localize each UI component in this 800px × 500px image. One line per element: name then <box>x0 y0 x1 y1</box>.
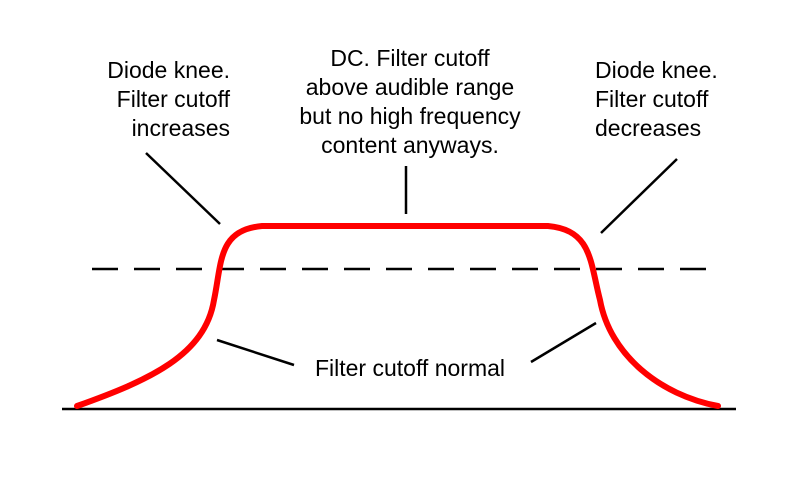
label-center-line-3: but no high frequency <box>299 103 521 129</box>
label-filter-cutoff-normal: Filter cutoff normal <box>280 354 540 383</box>
label-left-line-1: Diode knee. <box>107 57 230 83</box>
pointer-right-normal <box>530 321 597 364</box>
label-left-line-2: Filter cutoff <box>116 86 230 112</box>
pointer-right-knee <box>600 158 678 234</box>
pointer-left-knee <box>145 152 221 225</box>
label-center-line-1: DC. Filter cutoff <box>330 45 490 71</box>
label-bottom-line-1: Filter cutoff normal <box>314 355 506 381</box>
pointer-left-normal <box>216 338 295 367</box>
label-center-line-4: content anyways. <box>321 132 499 158</box>
label-right-line-1: Diode knee. <box>595 57 718 83</box>
label-right-diode-knee: Diode knee. Filter cutoff decreases <box>595 56 770 143</box>
label-center-line-2: above audible range <box>305 74 515 100</box>
label-left-diode-knee: Diode knee. Filter cutoff increases <box>40 56 230 143</box>
label-right-line-3: decreases <box>595 115 702 141</box>
waveform-curve <box>74 223 721 409</box>
label-right-line-2: Filter cutoff <box>595 86 709 112</box>
label-center-dc: DC. Filter cutoff above audible range bu… <box>270 44 550 160</box>
label-left-line-3: increases <box>131 115 230 141</box>
